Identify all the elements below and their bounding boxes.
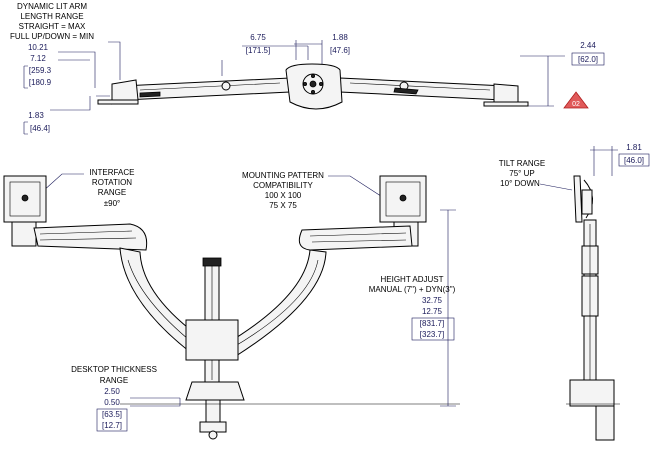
revision-badge-label: 02 bbox=[572, 101, 580, 108]
arm-note-bracket bbox=[23, 65, 28, 89]
top-hub-dot-2 bbox=[310, 90, 315, 95]
arm-note-line-4: FULL UP/DOWN = MIN bbox=[10, 32, 94, 41]
right-forearm-detail bbox=[231, 259, 319, 349]
desk-note-leader bbox=[130, 397, 181, 407]
desk-clamp-knob bbox=[208, 430, 218, 440]
tilt-note-line-2: 75° UP bbox=[509, 169, 534, 178]
interface-note-leader bbox=[41, 173, 84, 193]
dim-depth-in: 1.81 bbox=[626, 143, 642, 152]
interface-note-line-1: INTERFACE bbox=[90, 168, 135, 177]
height-note-box bbox=[411, 317, 455, 341]
top-bracket-right bbox=[483, 101, 529, 107]
mounting-note-line-2: COMPATIBILITY bbox=[253, 181, 313, 190]
side-monitor-plate bbox=[573, 175, 583, 223]
arm-note-max-mm: [259.3 bbox=[29, 66, 52, 75]
top-hub-dot-3 bbox=[302, 82, 307, 87]
arm-note-line-2: LENGTH RANGE bbox=[20, 12, 83, 21]
dim-depth-mm: [46.0] bbox=[624, 156, 644, 165]
height-note-line-2: MANUAL (7") + DYN(3") bbox=[369, 285, 456, 294]
right-upper-arm-detail bbox=[309, 232, 407, 243]
top-view: DYNAMIC LIT ARM LENGTH RANGE STRAIGHT = … bbox=[10, 2, 605, 135]
interface-note-line-3: RANGE bbox=[98, 188, 126, 197]
height-note-min: 12.75 bbox=[422, 307, 443, 316]
pole-cap bbox=[202, 257, 222, 267]
left-upper-arm bbox=[33, 223, 148, 251]
revision-badge bbox=[563, 91, 589, 109]
side-tilt-head bbox=[581, 189, 593, 215]
side-clamp bbox=[569, 379, 615, 407]
height-note-line-1: HEIGHT ADJUST bbox=[381, 275, 444, 284]
desk-note-line-1: DESKTOP THICKNESS bbox=[71, 365, 157, 374]
top-bracket-left bbox=[97, 99, 139, 105]
desk-note-min-mm: [12.7] bbox=[102, 421, 122, 430]
interface-note-line-2: ROTATION bbox=[92, 178, 132, 187]
left-forearm-detail bbox=[127, 259, 195, 345]
tilt-note-line-3: 10° DOWN bbox=[500, 179, 540, 188]
arm-note-min-mm: [180.9 bbox=[29, 78, 52, 87]
dim-right-line bbox=[520, 55, 565, 107]
arm-note-min: 7.12 bbox=[30, 54, 46, 63]
height-dim-line bbox=[440, 209, 456, 407]
desk-clamp-base bbox=[185, 381, 245, 401]
desk-note-line-2: RANGE bbox=[100, 376, 128, 385]
height-note-max: 32.75 bbox=[422, 296, 443, 305]
dim-top-left-line bbox=[221, 45, 309, 76]
top-arm-right bbox=[339, 77, 506, 101]
dim-right-mm: [62.0] bbox=[578, 55, 598, 64]
dim-top-mid-mm: [47.6] bbox=[330, 46, 350, 55]
dim-top-left-mm: [171.5] bbox=[246, 46, 270, 55]
mounting-note-line-1: MOUNTING PATTERN bbox=[242, 171, 324, 180]
top-pivot-left bbox=[221, 81, 231, 91]
height-note-max-mm: [831.7] bbox=[420, 319, 444, 328]
mounting-note-line-3: 100 X 100 bbox=[265, 191, 302, 200]
mounting-note-line-4: 75 X 75 bbox=[269, 201, 297, 210]
arm-note-leader bbox=[108, 41, 121, 80]
arm-note-max: 10.21 bbox=[28, 43, 49, 52]
mounting-note-leader bbox=[328, 175, 385, 199]
arm-note-line-3: STRAIGHT = MAX bbox=[19, 22, 86, 31]
right-upper-arm bbox=[298, 225, 413, 251]
dim-right-in: 2.44 bbox=[580, 41, 596, 50]
desk-note-box bbox=[96, 408, 128, 432]
front-view: INTERFACE ROTATION RANGE ±90° MOUNTING P… bbox=[3, 168, 460, 440]
desk-note-max: 2.50 bbox=[104, 387, 120, 396]
dim-left-low-mm: [46.4] bbox=[30, 124, 50, 133]
top-end-plate-right bbox=[493, 83, 519, 105]
interface-note-line-4: ±90° bbox=[104, 199, 121, 208]
top-arm-highlights bbox=[139, 82, 491, 91]
top-clamp-left bbox=[139, 91, 161, 98]
top-hub-dot-1 bbox=[310, 74, 315, 79]
left-plate-hole bbox=[21, 194, 29, 202]
dim-top-mid-line bbox=[294, 40, 323, 68]
desk-clamp-screw bbox=[205, 399, 221, 423]
left-monitor-plate-inner bbox=[9, 181, 41, 217]
desk-note-min: 0.50 bbox=[104, 398, 120, 407]
right-forearm bbox=[225, 249, 327, 357]
tilt-note-leader bbox=[539, 183, 573, 191]
dim-left-low-in: 1.83 bbox=[28, 111, 44, 120]
top-hub-bolt bbox=[309, 80, 317, 88]
side-clamp-jaw bbox=[595, 405, 615, 441]
pole-collar bbox=[185, 319, 239, 361]
height-note-min-mm: [323.7] bbox=[420, 330, 444, 339]
dim-left-low-line bbox=[23, 95, 110, 135]
arm-note-leaders bbox=[58, 51, 96, 88]
dim-depth-line bbox=[590, 146, 618, 176]
dim-depth-box bbox=[618, 153, 650, 167]
top-hub-dot-4 bbox=[318, 82, 323, 87]
side-view: TILT RANGE 75° UP 10° DOWN 1.81 [46.0] bbox=[499, 143, 650, 441]
right-monitor-plate-inner bbox=[385, 181, 421, 217]
dim-top-mid-in: 1.88 bbox=[332, 33, 348, 42]
desk-note-max-mm: [63.5] bbox=[102, 410, 122, 419]
dim-top-left-in: 6.75 bbox=[250, 33, 266, 42]
top-clamp-right bbox=[393, 87, 419, 95]
arm-note-line-1: DYNAMIC LIT ARM bbox=[17, 2, 87, 11]
dim-right-box bbox=[571, 52, 605, 66]
right-plate-hole bbox=[399, 194, 407, 202]
left-tilt-head bbox=[11, 221, 37, 247]
tilt-note-line-1: TILT RANGE bbox=[499, 159, 545, 168]
left-upper-arm-detail bbox=[39, 230, 137, 241]
